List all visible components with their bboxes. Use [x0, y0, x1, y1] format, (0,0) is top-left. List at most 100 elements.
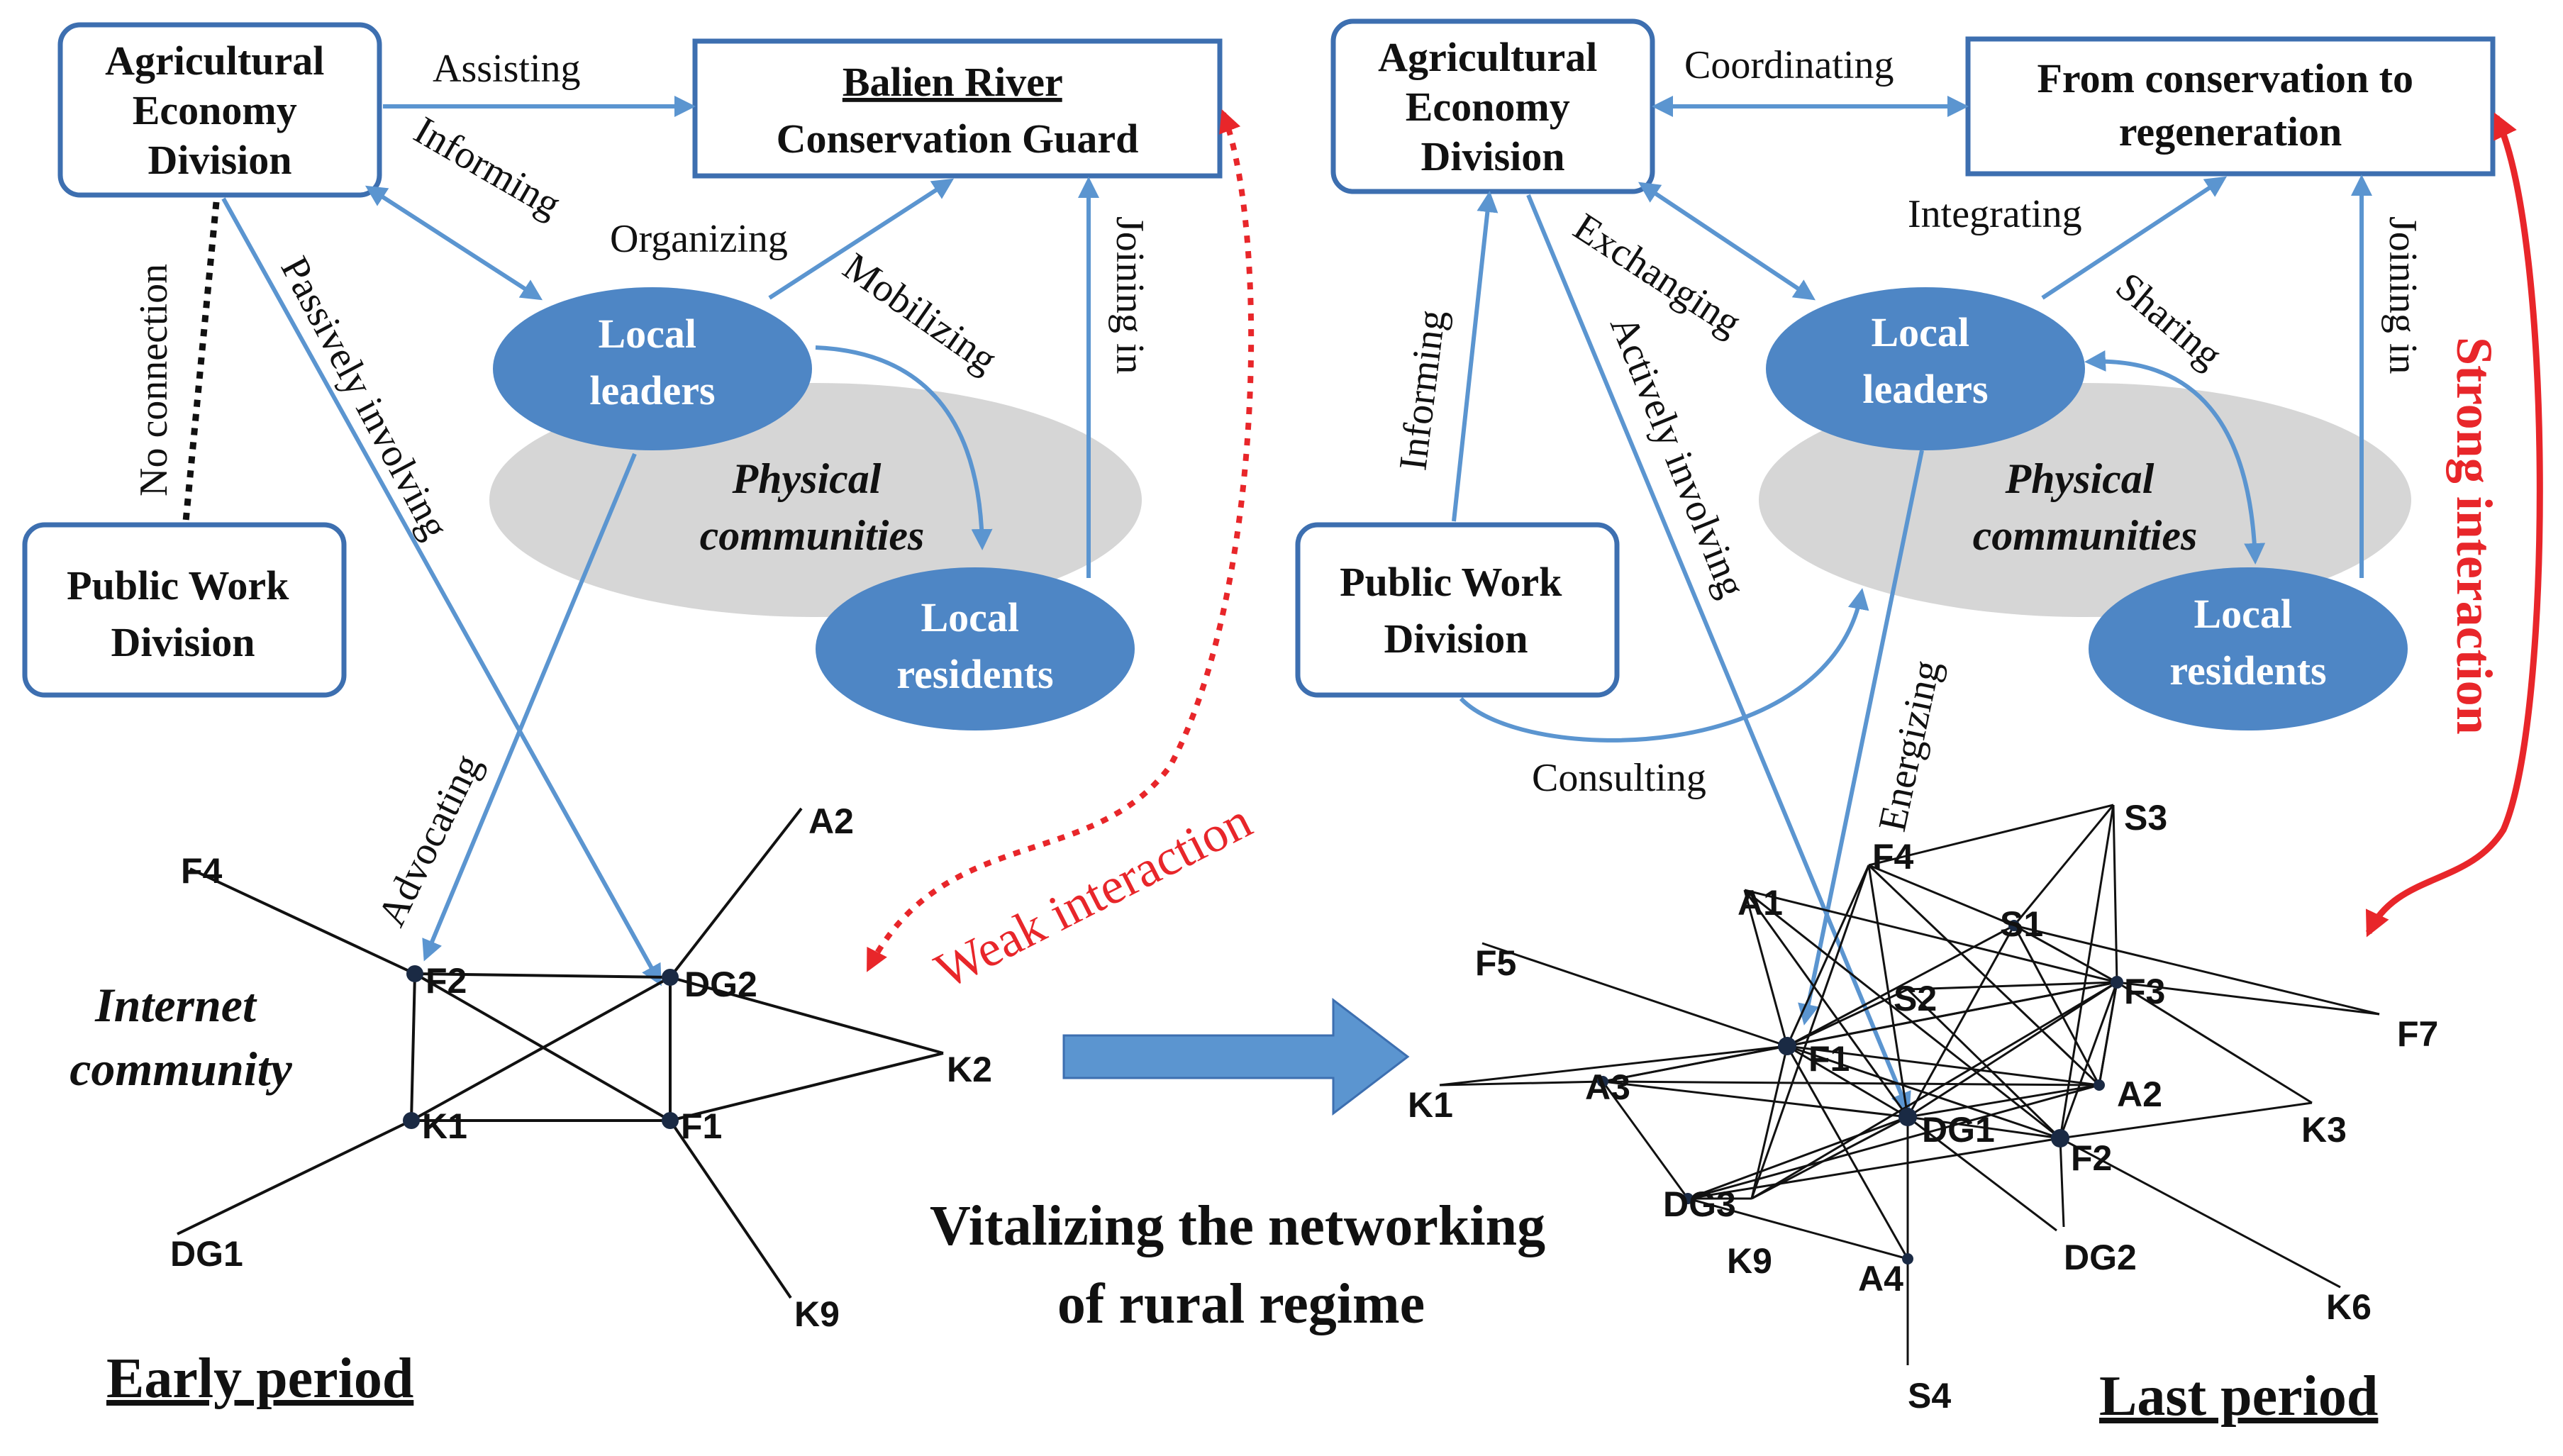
center-title-line: Vitalizing the networking — [930, 1195, 1545, 1257]
advocating-arrow — [422, 452, 637, 962]
local-residents-ellipse — [816, 567, 1135, 730]
consulting-arrow — [1459, 588, 1869, 743]
last-period-label: Last period — [2099, 1365, 2378, 1428]
node-DG2: DG2 — [684, 965, 757, 1004]
node-F7: F7 — [2397, 1014, 2438, 1054]
integrating-arrow — [2041, 176, 2228, 300]
physical-communities-right-line: communities — [1973, 512, 2198, 559]
informing-arrow — [365, 185, 543, 301]
public-work-box — [22, 522, 347, 698]
svg-text:Local residents: Local residents — [2169, 591, 2326, 694]
node-F5: F5 — [1475, 943, 1516, 983]
weak-interaction-arrow — [866, 109, 1255, 972]
agri-box-right-line: Economy — [1406, 84, 1570, 130]
coordinating-label: Coordinating — [1684, 43, 1894, 87]
early-period-label: Early period — [106, 1347, 413, 1410]
last-network-edges — [1439, 804, 2380, 1365]
node-F1: F1 — [681, 1106, 722, 1146]
svg-text:Local leaders: Local leaders — [1862, 309, 1988, 412]
local-residents-ellipse-right — [2089, 567, 2408, 730]
agri-box-right-line: Division — [1421, 133, 1564, 179]
local-leaders-line: Local — [598, 311, 696, 357]
node-A4: A4 — [1858, 1259, 1903, 1299]
svg-text:Public Work Division: Public Work Division — [67, 562, 299, 665]
local-residents-line: Local — [921, 594, 1019, 640]
physical-communities-line: communities — [700, 512, 925, 559]
node-K1: K1 — [422, 1106, 467, 1146]
node-F2: F2 — [426, 961, 467, 1001]
svg-text:Agricultural Economy: Agricultural Economy Division — [105, 38, 335, 183]
local-leaders-ellipse-right — [1766, 287, 2085, 450]
node-F3: F3 — [2124, 972, 2165, 1011]
public-box-right-line: Public Work — [1340, 559, 1562, 605]
svg-text:Local leaders: Local leaders — [589, 311, 715, 413]
local-leaders-line: leaders — [589, 367, 715, 413]
exchanging-label: Exchanging — [1566, 205, 1749, 345]
goal-box-line: regeneration — [2119, 109, 2342, 155]
node-K6: K6 — [2326, 1287, 2372, 1327]
mobilizing-label: Mobilizing — [835, 245, 1005, 382]
node-F4: F4 — [181, 851, 223, 891]
public-work-box-right — [1295, 522, 1620, 698]
local-residents-right-line: Local — [2194, 591, 2292, 637]
early-network-dots — [403, 965, 679, 1129]
assisting-label: Assisting — [433, 47, 581, 91]
public-box-line: Division — [111, 619, 255, 665]
integrating-label: Integrating — [1908, 192, 2082, 236]
node-K9: K9 — [794, 1294, 840, 1334]
node-K1: K1 — [1408, 1085, 1453, 1125]
node-F2: F2 — [2071, 1138, 2112, 1178]
agri-box-line: Division — [148, 137, 291, 183]
strong-interaction-label: Strong interaction — [2446, 337, 2503, 735]
organizing-label: Organizing — [610, 217, 788, 261]
consulting-label: Consulting — [1532, 756, 1706, 800]
node-S2: S2 — [1894, 979, 1937, 1018]
joining-in-label-right: Joining in — [2381, 216, 2425, 374]
node-S4: S4 — [1908, 1376, 1951, 1416]
informing-label: Informing — [407, 109, 569, 227]
transition-arrow — [1062, 997, 1410, 1116]
exchanging-arrow — [1638, 182, 1816, 301]
physical-communities-right-line: Physical — [2005, 455, 2155, 502]
node-DG2: DG2 — [2064, 1238, 2137, 1277]
node-A3: A3 — [1585, 1067, 1630, 1107]
informing-label-right: Informing — [1391, 308, 1454, 473]
svg-text:Vitalizing the networking: Vitalizing the networking of rural regim… — [930, 1195, 1560, 1335]
agri-economy-box — [57, 22, 382, 198]
informing-arrow-right — [1452, 191, 1499, 522]
node-F4: F4 — [1872, 837, 1914, 877]
node-K9: K9 — [1727, 1241, 1772, 1281]
energizing-label: Energizing — [1870, 656, 1950, 835]
public-box-line: Public Work — [67, 562, 289, 608]
no-connection-line — [182, 201, 220, 522]
svg-text:Agricultural Economy: Agricultural Economy Division — [1378, 34, 1608, 179]
node-F1: F1 — [1808, 1039, 1850, 1079]
balien-box-line: Balien River — [843, 59, 1062, 105]
passively-involving-label: Passively involving — [272, 250, 457, 546]
center-title-line: of rural regime — [1057, 1273, 1425, 1335]
local-leaders-right-line: leaders — [1862, 366, 1988, 412]
balien-box-line: Conservation Guard — [777, 116, 1139, 162]
weak-interaction-label: Weak interaction — [926, 791, 1260, 999]
last-period-panel: Agricultural Economy Division From conse… — [1295, 18, 2543, 1428]
node-DG1: DG1 — [170, 1234, 243, 1274]
sharing-label: Sharing — [2108, 264, 2230, 377]
node-K3: K3 — [2301, 1110, 2347, 1150]
no-connection-label: No connection — [132, 264, 176, 496]
local-leaders-ellipse — [493, 287, 812, 450]
public-box-right-line: Division — [1384, 616, 1528, 662]
agri-box-right-line: Agricultural — [1378, 34, 1597, 80]
last-network-dots — [1597, 920, 2123, 1265]
sharing-arrow — [2084, 350, 2266, 565]
energizing-arrow — [1798, 450, 1924, 1026]
node-A1: A1 — [1738, 883, 1783, 923]
agri-box-line: Agricultural — [105, 38, 324, 84]
local-leaders-right-line: Local — [1871, 309, 1969, 355]
local-residents-line: residents — [896, 651, 1053, 697]
local-residents-right-line: residents — [2169, 648, 2326, 694]
node-DG1: DG1 — [1922, 1110, 1995, 1150]
strong-interaction-arrow — [2365, 112, 2543, 938]
early-period-panel: Agricultural Economy Division Balien Riv… — [22, 22, 1260, 1410]
early-network-edges — [177, 807, 944, 1299]
